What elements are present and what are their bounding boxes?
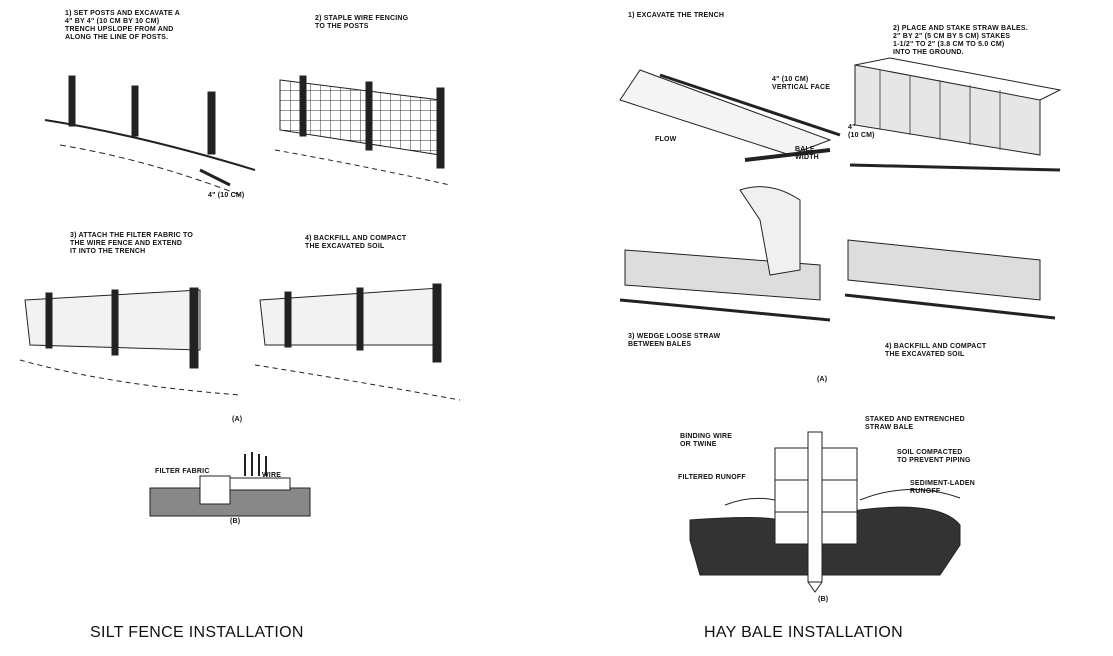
silt-trench-dimension: 4" (10 CM)	[208, 192, 245, 199]
filtered-runoff-label: FILTERED RUNOFF	[678, 474, 746, 481]
bale-width-label: BALE WIDTH	[795, 146, 819, 161]
silt-figure-b-label: (B)	[230, 518, 241, 525]
flow-label: FLOW	[655, 136, 677, 143]
silt-step4-drawing	[254, 283, 461, 401]
hay-figure-b-label: (B)	[818, 596, 829, 603]
silt-fence-title: SILT FENCE INSTALLATION	[90, 624, 304, 641]
silt-figure-a-label: (A)	[232, 416, 243, 423]
vertical-face-label: 4" (10 CM) VERTICAL FACE	[772, 76, 831, 91]
hay-step1-drawing	[619, 69, 841, 162]
filter-fabric-label: FILTER FABRIC	[155, 468, 210, 475]
silt-step1-label: 1) SET POSTS AND EXCAVATE A 4" BY 4" (10…	[65, 10, 180, 41]
hay-bale-title: HAY BALE INSTALLATION	[704, 624, 903, 641]
hay-step2-drawing	[849, 57, 1062, 172]
depth-label: 4" (10 CM)	[848, 124, 875, 139]
silt-step3-drawing	[19, 287, 241, 396]
hay-section-drawing	[689, 431, 961, 593]
hay-step3-label: 3) WEDGE LOOSE STRAW BETWEEN BALES	[628, 333, 721, 348]
silt-step1-drawing	[44, 75, 256, 196]
silt-step2-label: 2) STAPLE WIRE FENCING TO THE POSTS	[315, 15, 409, 30]
silt-section-drawing	[149, 452, 311, 517]
staked-bale-label: STAKED AND ENTRENCHED STRAW BALE	[865, 416, 965, 431]
soil-compacted-label: SOIL COMPACTED TO PREVENT PIPING	[897, 449, 971, 464]
hay-figure-a-label: (A)	[817, 376, 828, 383]
sediment-runoff-label: SEDIMENT-LADEN RUNOFF	[910, 480, 976, 495]
hay-step4-drawing	[844, 239, 1056, 320]
hay-step4-label: 4) BACKFILL AND COMPACT THE EXCAVATED SO…	[885, 343, 987, 358]
hay-step1-label: 1) EXCAVATE THE TRENCH	[628, 12, 725, 19]
silt-step2-drawing	[274, 75, 451, 186]
hay-step2-label: 2) PLACE AND STAKE STRAW BALES. 2" BY 2"…	[893, 25, 1028, 56]
hay-step3-drawing	[619, 186, 831, 322]
silt-step4-label: 4) BACKFILL AND COMPACT THE EXCAVATED SO…	[305, 235, 407, 250]
wire-label: WIRE	[262, 472, 282, 479]
binding-wire-label: BINDING WIRE OR TWINE	[680, 433, 733, 448]
silt-step3-label: 3) ATTACH THE FILTER FABRIC TO THE WIRE …	[70, 232, 194, 255]
